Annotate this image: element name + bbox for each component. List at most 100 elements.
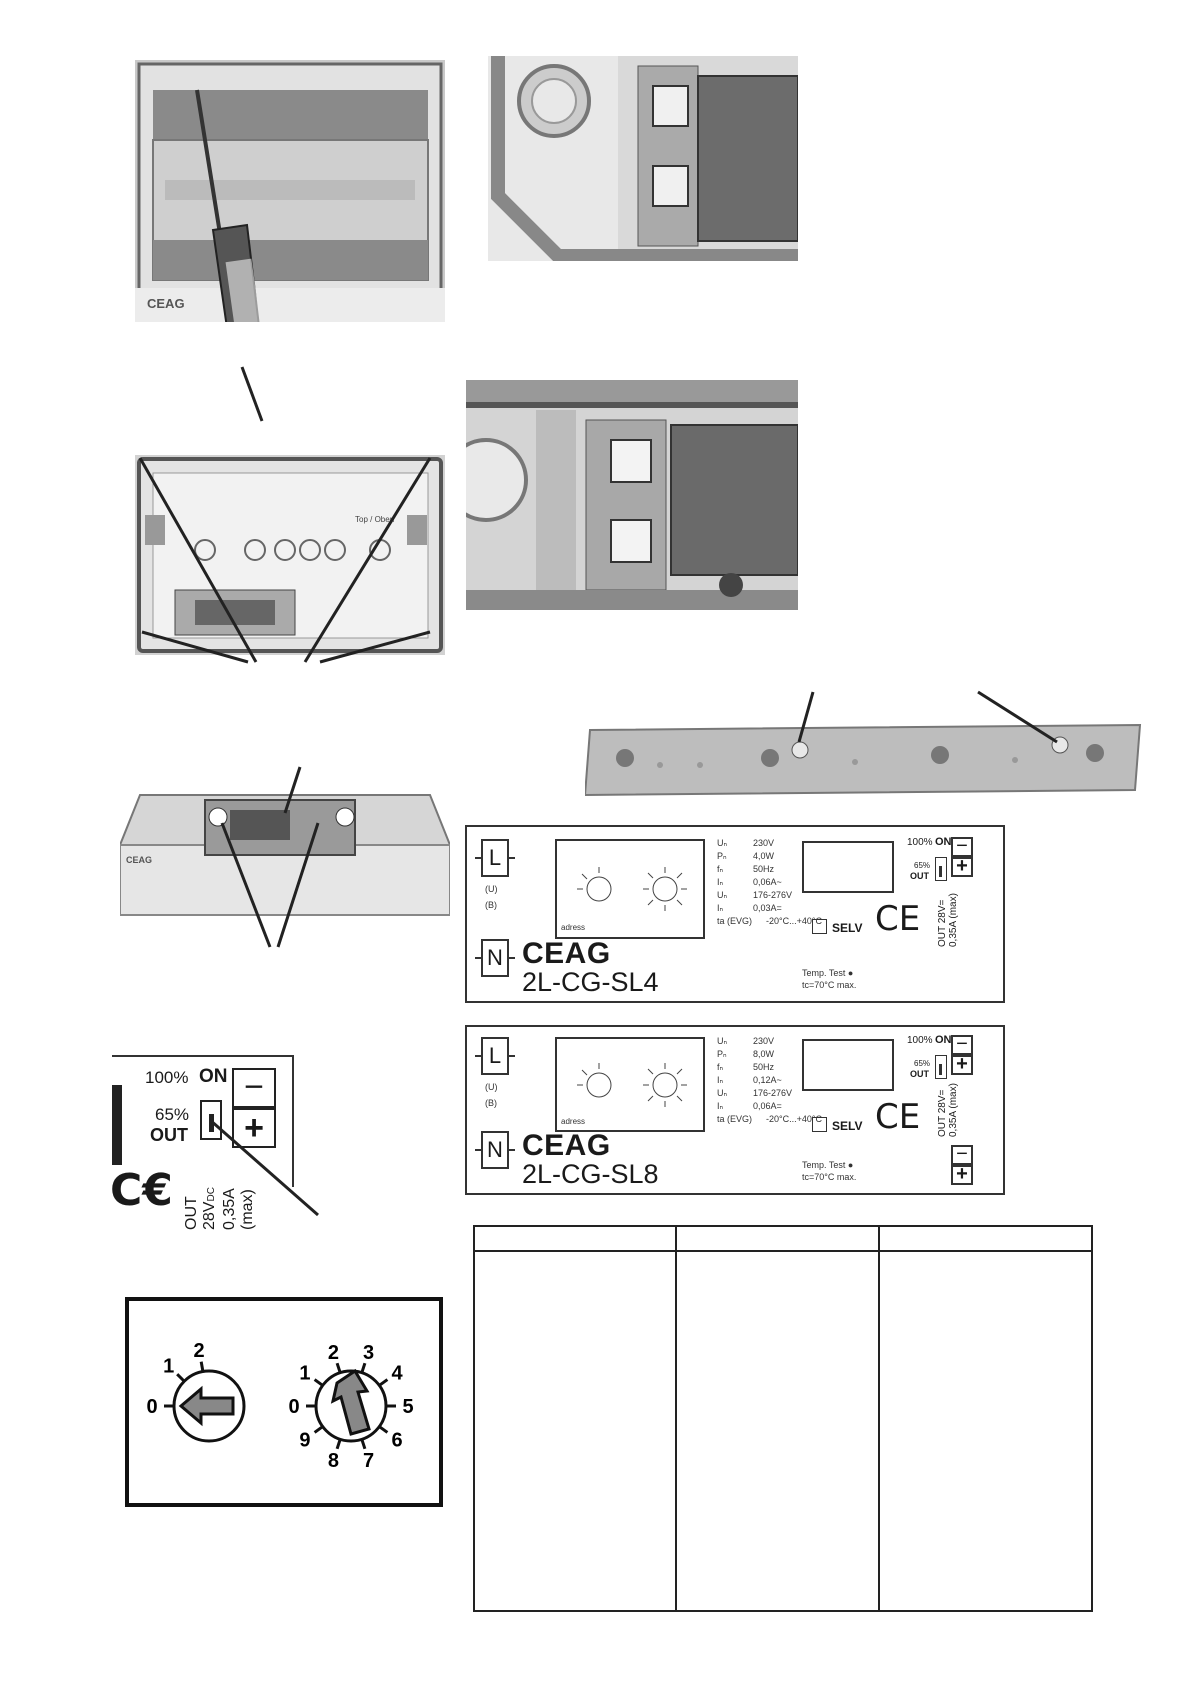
sl8-brand: CEAG [522, 1129, 611, 1162]
mounting-rail [583, 720, 1145, 800]
sl4-sub-u: (U) [485, 884, 498, 894]
sl8-mini-dials [577, 1063, 687, 1107]
housing-screwdriver-photo: CEAG [135, 60, 445, 322]
right-dial-tick [335, 1438, 342, 1450]
sl8-plus-2: + [951, 1164, 973, 1185]
housing-screwdriver-illustration [135, 62, 445, 322]
spec-key: fₙ [717, 1062, 724, 1072]
zoom-100-label: 100% [145, 1068, 189, 1087]
sl4-terminal-n: N [475, 939, 515, 977]
left-dial-tick [176, 1373, 186, 1383]
spec-value: 8,0W [753, 1049, 775, 1059]
pointer-line [240, 366, 264, 422]
switch-zoom-bracket [112, 1085, 122, 1165]
spec-row: ta (EVG)-20°C...+40°C [717, 915, 822, 928]
spec-key: Pₙ [717, 851, 727, 861]
switch-zoom-panel [112, 1055, 294, 1187]
pointer-lines-rail [797, 690, 1058, 744]
sl8-blank-box [802, 1039, 894, 1091]
right-dial-tick [378, 1378, 389, 1387]
zoom-on-label: ON [199, 1066, 228, 1087]
spec-value: -20°C...+40°C [766, 1114, 822, 1124]
terminal-block-photo-bottom [466, 380, 798, 610]
sl4-selv: SELV [832, 921, 863, 935]
sl8-sub-b: (B) [485, 1098, 497, 1108]
sl4-mini-dials [577, 867, 687, 911]
spec-value: 0,12A~ [753, 1075, 782, 1085]
spec-key: Iₙ [717, 903, 724, 913]
mounting-rail-illustration [583, 723, 1142, 797]
terminal-block-photo-top [488, 56, 798, 261]
empty-table [472, 1225, 1094, 1612]
sl4-adress-label: adress [561, 923, 586, 932]
sl8-selv: SELV [832, 1119, 863, 1133]
right-dial-tick [313, 1425, 324, 1434]
sl8-out: OUT [910, 1069, 929, 1079]
spec-row: Pₙ 8,0W [717, 1048, 774, 1061]
spec-value: 0,06A~ [753, 877, 782, 887]
ceag-logo-small: CEAG [126, 855, 153, 865]
sl8-address-box: adress [555, 1037, 705, 1132]
sl4-address-box: adress [555, 839, 705, 939]
right-dial-tick [313, 1378, 324, 1387]
right-dial-digit: 9 [299, 1430, 310, 1452]
spec-key: Iₙ [717, 877, 724, 887]
spec-value: 176-276V [753, 890, 793, 900]
zoom-out-line1: OUT [183, 1196, 200, 1230]
sl8-plus: + [951, 1054, 973, 1075]
sl4-selv-box [812, 919, 827, 934]
table-body-row [472, 1250, 1094, 1612]
zoom-65-label: 65% [155, 1105, 190, 1124]
spec-value: 230V [753, 1036, 775, 1046]
right-dial-arrow [330, 1368, 371, 1436]
sl8-100: 100% [907, 1035, 933, 1046]
pointer-lines-corners [138, 457, 432, 664]
housing-perspective-photo: CEAG [120, 775, 450, 925]
sl4-out-rating: OUT 28V= 0,35A (max) [937, 893, 959, 947]
right-dial-digit: 6 [392, 1430, 403, 1452]
sl8-terminal-n: N [475, 1131, 515, 1169]
sl4-100: 100% [907, 837, 933, 848]
right-dial-digit: 0 [288, 1396, 299, 1418]
sl8-out-rating: OUT 28V= 0,35A (max) [937, 1083, 959, 1137]
zoom-terminal-plus: + [232, 1108, 276, 1148]
sl4-out: OUT [910, 871, 929, 881]
spec-key: Pₙ [717, 1049, 727, 1059]
right-dial-tick [360, 1362, 367, 1374]
sl8-65: 65% [914, 1059, 931, 1068]
zoom-out-label: OUT [150, 1125, 188, 1145]
sl8-on: ON [935, 1034, 952, 1046]
zoom-terminal-minus: − [232, 1068, 276, 1108]
spec-key: Uₙ [717, 1088, 728, 1098]
sl8-selv-box [812, 1117, 827, 1132]
spec-row: ta (EVG)-20°C...+40°C [717, 1113, 822, 1126]
spec-key: ta (EVG) [717, 916, 753, 926]
sl4-65: 65% [914, 861, 931, 870]
sl8-switch [935, 1055, 947, 1079]
right-dial-digit: 3 [363, 1342, 374, 1364]
spec-value: 176-276V [753, 1088, 793, 1098]
right-dial-tick [360, 1438, 367, 1450]
sl4-model: 2L-CG-SL4 [522, 967, 659, 997]
left-dial-digit: 2 [194, 1340, 205, 1362]
spec-key: Uₙ [717, 1036, 728, 1046]
sl4-minus: − [951, 836, 973, 857]
table-cell [472, 1250, 678, 1612]
pointer-lines-housing [220, 766, 320, 948]
table-header-cell [877, 1225, 1094, 1252]
right-dial-digit: 1 [299, 1362, 310, 1384]
left-dial-arrow [178, 1385, 235, 1427]
spec-row: Uₙ 176-276V [717, 1087, 792, 1100]
right-dial-digit: 2 [328, 1342, 339, 1364]
right-dial-digit: 4 [392, 1362, 404, 1384]
spec-value: 50Hz [753, 864, 775, 874]
sl4-brand: CEAG [522, 937, 611, 970]
